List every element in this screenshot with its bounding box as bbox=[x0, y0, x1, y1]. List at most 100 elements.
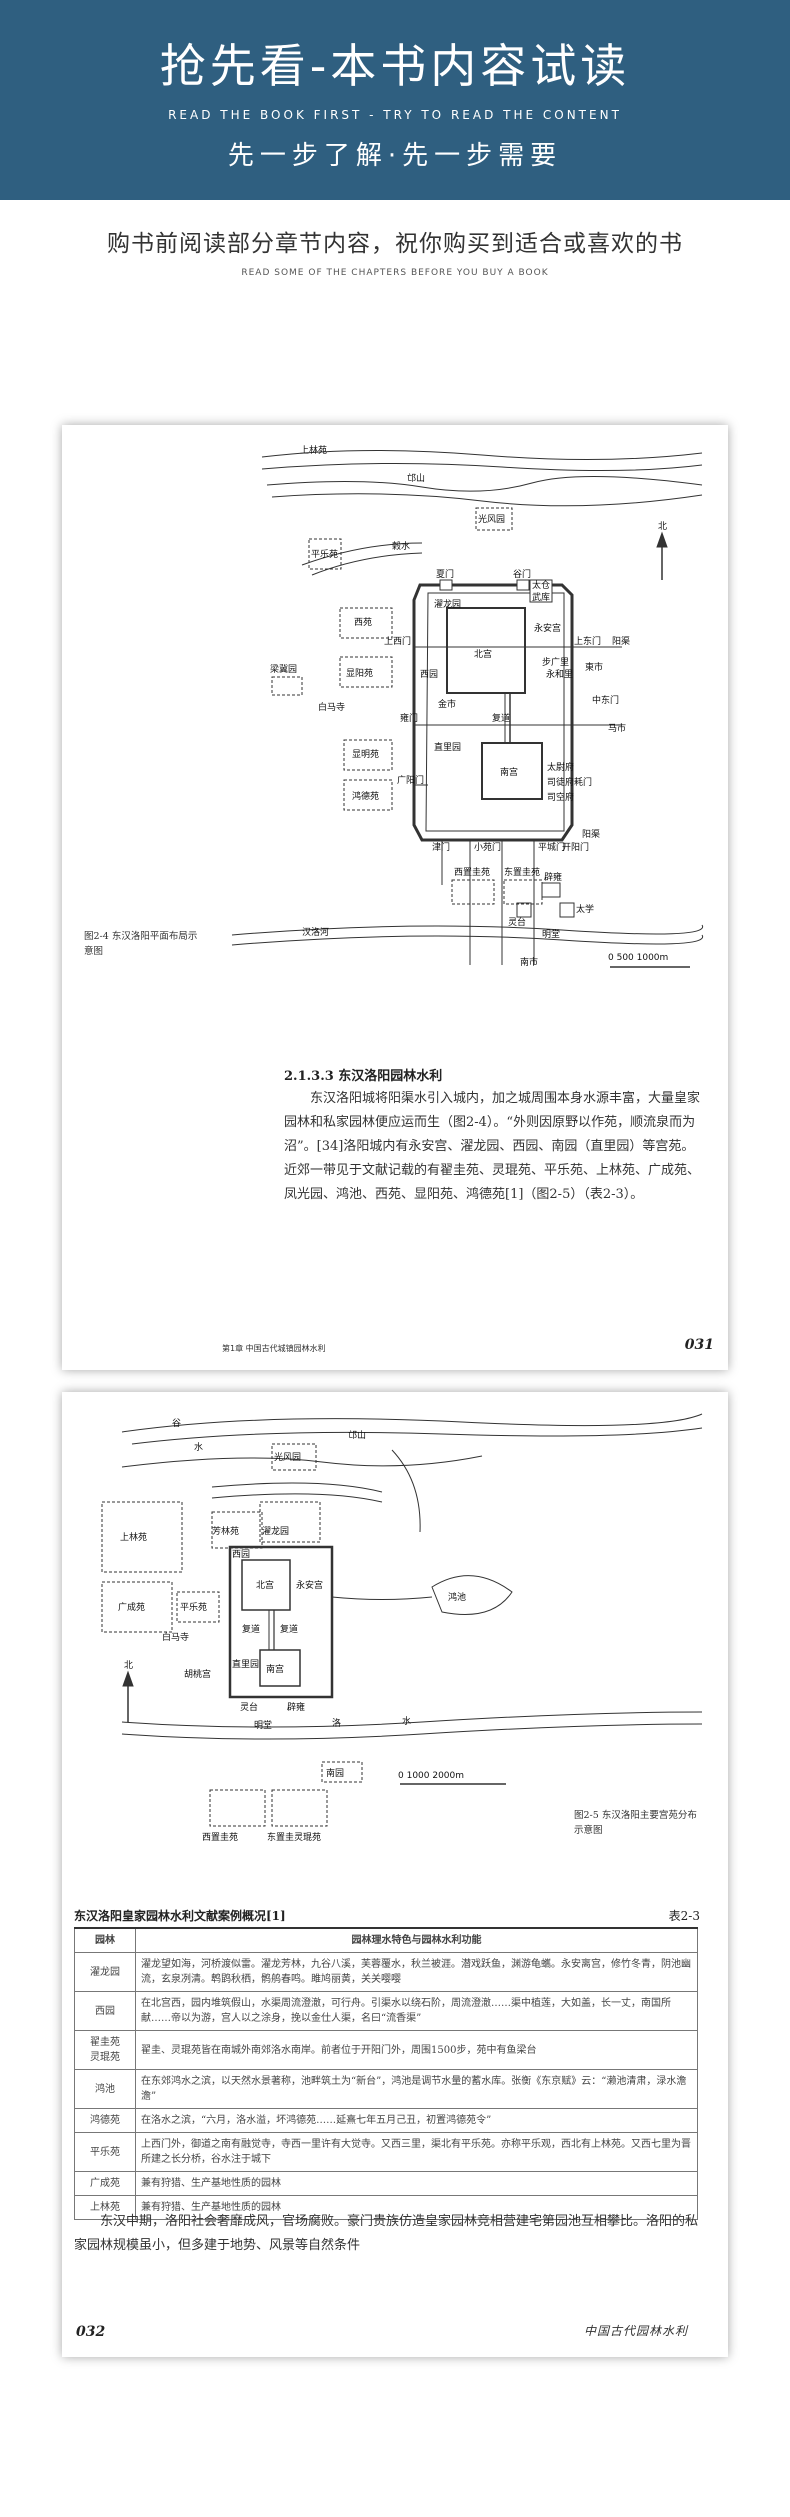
table-cell-desc: 翟圭、灵琨苑皆在南城外南郊洛水南岸。前者位于开阳门外，周围1500步，苑中有鱼梁… bbox=[135, 2030, 698, 2070]
top-banner: 抢先看-本书内容试读 READ THE BOOK FIRST - TRY TO … bbox=[0, 0, 790, 200]
page-number: 031 bbox=[684, 1337, 714, 1353]
map-label-shanglin: 上林苑 bbox=[300, 444, 327, 456]
table-cell-garden: 西园 bbox=[74, 1991, 136, 2031]
running-title: 中国古代园林水利 bbox=[583, 2324, 688, 2338]
map-label-pingchengmen: 平城门 bbox=[538, 841, 565, 853]
map2-label-beigong: 北宫 bbox=[256, 1579, 274, 1591]
map-label-pingle: 平乐苑 bbox=[311, 548, 338, 560]
map-label-shangximen: 上西门 bbox=[384, 635, 411, 647]
map2-label-yongan: 永安宫 bbox=[296, 1579, 323, 1591]
map2-label-fudao1: 复道 bbox=[242, 1623, 260, 1635]
map-label-dongshi: 東市 bbox=[585, 661, 603, 673]
intro-text-en: READ SOME OF THE CHAPTERS BEFORE YOU BUY… bbox=[241, 268, 549, 278]
map-label-hongde: 鸿德苑 bbox=[352, 790, 379, 802]
table-cell-desc: 在北宫西，园内堆筑假山，水渠周流澄澈，可行舟。引渠水以绕石阶，周流澄澈……渠中植… bbox=[135, 1991, 698, 2031]
map2-label-guanfeng: 光风园 bbox=[274, 1451, 301, 1463]
map-label-xianyang: 显阳苑 bbox=[346, 667, 373, 679]
map-label-mashi: 马市 bbox=[608, 722, 626, 734]
garden-water-table: 园林 园林理水特色与园林水利功能 濯龙园濯龙望如海，河桥渡似雷。濯龙芳林，九谷八… bbox=[74, 1927, 698, 2220]
table-row: 西园在北宫西，园内堆筑假山，水渠周流澄澈，可行舟。引渠水以绕石阶，周流澄澈……渠… bbox=[74, 1991, 698, 2031]
map-north-label: 北 bbox=[658, 521, 667, 532]
map2-label-gu: 谷 bbox=[172, 1418, 181, 1429]
table-cell-garden: 平乐苑 bbox=[74, 2132, 136, 2172]
map2-label-lingtai: 灵台 bbox=[240, 1701, 258, 1713]
page-footer-chapter: 第1章 中国古代城镇园林水利 bbox=[222, 1344, 326, 1353]
figure-caption: 图2-4 东汉洛阳平面布局示意图 bbox=[84, 931, 198, 957]
page-number-2: 032 bbox=[76, 2324, 106, 2340]
map2-label-fanglin: 芳林苑 bbox=[212, 1525, 239, 1537]
map-label-situ: 司徒府 bbox=[547, 776, 574, 788]
table-header-cell: 园林 bbox=[74, 1927, 136, 1953]
table-cell-desc: 在东郊鸿水之滨，以天然水景著称，池畔筑土为“新台”，鸿池是调节水量的蓄水库。张衡… bbox=[135, 2069, 698, 2109]
map-label-fudao: 复道 bbox=[492, 712, 510, 724]
table-number: 表2-3 bbox=[668, 1909, 700, 1923]
map2-label-huxiaoyuan: 胡桃宫 bbox=[184, 1668, 211, 1680]
map-label-xiyuan2: 西园 bbox=[420, 669, 438, 680]
map-label-guanfeng: 光风园 bbox=[478, 513, 505, 525]
map2-label-hongchi: 鸿池 bbox=[448, 1591, 466, 1603]
table-row: 鸿德苑在洛水之滨，“六月，洛水溢，坏鸿德苑……延熹七年五月己丑，初置鸿德苑令” bbox=[74, 2108, 698, 2133]
body-text-2: 东汉中期，洛阳社会奢靡成风，官场腐败。豪门贵族仿造皇家园林竞相营建宅第园池互相攀… bbox=[74, 2214, 699, 2253]
banner-subtitle-en: READ THE BOOK FIRST - TRY TO READ THE CO… bbox=[168, 108, 622, 122]
map2-label-pingle: 平乐苑 bbox=[180, 1601, 207, 1613]
table-row: 上林苑兼有狩猎、生产基地性质的园林 bbox=[74, 2195, 698, 2220]
table-row: 翟圭苑 灵琨苑翟圭、灵琨苑皆在南城外南郊洛水南岸。前者位于开阳门外，周围1500… bbox=[74, 2030, 698, 2070]
table-cell-garden: 广成苑 bbox=[74, 2171, 136, 2196]
map-label-xianming: 显明苑 bbox=[352, 748, 379, 760]
map2-label-fudao2: 复道 bbox=[280, 1623, 298, 1635]
map-label-kaiyangmen: 开阳门 bbox=[562, 841, 589, 853]
map-label-yongan: 永安宫 bbox=[534, 622, 561, 634]
map-label-taixue: 太学 bbox=[576, 903, 594, 915]
map2-label-zhili: 直里园 bbox=[232, 1658, 259, 1670]
map-label-nanshi: 南市 bbox=[520, 956, 538, 968]
map2-label-dongshu: 东置圭灵琨苑 bbox=[267, 1831, 321, 1843]
table-title: 东汉洛阳皇家园林水利文献案例概况[1] bbox=[74, 1909, 286, 1923]
map-label-taiwei: 太尉府 bbox=[547, 761, 574, 773]
table-cell-desc: 在洛水之滨，“六月，洛水溢，坏鸿德苑……延熹七年五月己丑，初置鸿德苑令” bbox=[135, 2108, 698, 2133]
map-label-jinmen: 津门 bbox=[432, 841, 450, 853]
map2-label-xiyuan: 西园 bbox=[232, 1549, 250, 1560]
map-label-gushui: 榖水 bbox=[392, 540, 410, 552]
map-label-zhili: 直里园 bbox=[434, 741, 461, 753]
map-label-lingtai: 灵台 bbox=[508, 916, 526, 928]
map-label-nangong: 南宫 bbox=[500, 766, 518, 778]
body-text: 东汉洛阳城将阳渠水引入城内，加之城周围本身水源丰富，大量皇家园林和私家园林便应运… bbox=[284, 1091, 701, 1202]
table-header-cell: 园林理水特色与园林水利功能 bbox=[135, 1927, 698, 1953]
table-cell-garden: 濯龙园 bbox=[74, 1952, 136, 1992]
map-label-dongdishu: 东置圭苑 bbox=[504, 866, 540, 878]
figure-caption-2: 图2-5 东汉洛阳主要宫苑分布示意图 bbox=[574, 1810, 697, 1836]
luoyang-plan-map: 上林苑 邙山 光风园 榖水 平乐苑 夏门 谷门 太仓 武库 濯龙园 永安宫 北宫… bbox=[231, 444, 704, 968]
table-row: 广成苑兼有狩猎、生产基地性质的园林 bbox=[74, 2171, 698, 2196]
map-label-yongmen: 雍门 bbox=[400, 712, 418, 724]
table-cell-garden: 上林苑 bbox=[74, 2195, 136, 2220]
map2-north-label: 北 bbox=[124, 1660, 133, 1671]
map-label-xiaoyuanmen: 小苑门 bbox=[474, 841, 501, 853]
intro-text: 购书前阅读部分章节内容，祝你购买到适合或喜欢的书 bbox=[107, 231, 683, 257]
map-label-yonghe: 永和里 bbox=[546, 668, 573, 680]
map-label-buguangli: 步广里 bbox=[542, 656, 569, 668]
map2-label-biyong: 辟雍 bbox=[287, 1701, 305, 1713]
map-label-hanluo: 汉洛河 bbox=[302, 926, 329, 938]
map2-scale-label: 0 1000 2000m bbox=[398, 1771, 464, 1781]
map-label-zhongdongmen: 中东门 bbox=[592, 694, 619, 706]
map2-label-shanglin: 上林苑 bbox=[120, 1531, 147, 1543]
map2-label-guangcheng: 广成苑 bbox=[118, 1601, 145, 1613]
map-label-baimasi: 白马寺 bbox=[318, 701, 345, 713]
map-label-haomen: 耗门 bbox=[574, 776, 592, 788]
map-label-ximen: 夏门 bbox=[436, 568, 454, 580]
table-row: 鸿池在东郊鸿水之滨，以天然水景著称，池畔筑土为“新台”，鸿池是调节水量的蓄水库。… bbox=[74, 2069, 698, 2109]
map2-label-luo: 洛 bbox=[332, 1717, 341, 1729]
table-cell-desc: 濯龙望如海，河桥渡似雷。濯龙芳林，九谷八溪，芙蓉覆水，秋兰被涯。潜戏跃鱼，渊游龟… bbox=[135, 1952, 698, 1992]
map-label-xidishu: 西置圭苑 bbox=[454, 866, 490, 878]
map-label-guangyangmen: 广阳门 bbox=[397, 774, 424, 786]
palace-distribution-map: 谷 水 邙山 光风园 上林苑 芳林苑 濯龙园 广成苑 西园 北宫 永安宫 平乐苑… bbox=[101, 1413, 703, 1843]
table-cell-garden: 翟圭苑 灵琨苑 bbox=[74, 2030, 136, 2070]
map2-label-zhuolong: 濯龙园 bbox=[262, 1525, 289, 1537]
table-header-row: 园林 园林理水特色与园林水利功能 bbox=[74, 1927, 698, 1953]
table-cell-garden: 鸿德苑 bbox=[74, 2108, 136, 2133]
map-label-gumen: 谷门 bbox=[513, 568, 531, 580]
map-label-zhuolong: 濯龙园 bbox=[434, 598, 461, 610]
map-label-mingtang: 明堂 bbox=[542, 928, 560, 940]
table-cell-desc: 上西门外，御道之南有融觉寺，寺西一里许有大觉寺。又西三里，渠北有平乐苑。亦称平乐… bbox=[135, 2132, 698, 2172]
banner-slogan: 先一步了解·先一步需要 bbox=[227, 141, 563, 171]
